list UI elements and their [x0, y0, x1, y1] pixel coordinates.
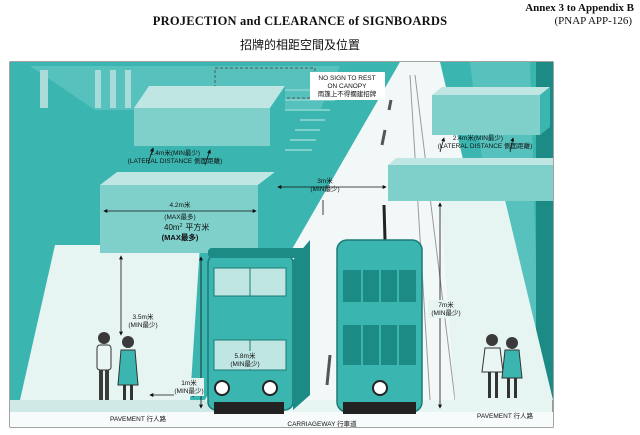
- height-7m-min: (MIN最少): [431, 309, 460, 317]
- area-limit-max: (MAX最多): [162, 232, 199, 242]
- projection-value: 4.2m米: [170, 200, 191, 209]
- right-shopfront: [440, 200, 553, 400]
- pedestrians-right: [481, 334, 523, 398]
- no-sign-note-line1: NO SIGN TO REST: [318, 75, 375, 82]
- height-3.5m-min: (MIN最少): [128, 321, 157, 329]
- height-7m-value: 7m米: [438, 300, 454, 309]
- overhanging-signboard: [388, 158, 553, 201]
- height-5.8m-min: (MIN最少): [230, 360, 259, 368]
- no-sign-note-line3: 雨篷上不得擱建招牌: [318, 89, 377, 98]
- left-pavement: [10, 400, 220, 415]
- no-sign-note-line2: ON CANOPY: [327, 83, 367, 90]
- upper-left-signboard: [134, 86, 285, 146]
- diagram-labels: NO SIGN TO REST ON CANOPY 雨篷上不得擱建招牌 2.4m…: [110, 72, 533, 428]
- upper-right-signboard: [432, 87, 550, 135]
- page-title: PROJECTION and CLEARANCE of SIGNBOARDS: [152, 14, 448, 28]
- left-shopfront: [20, 245, 200, 400]
- road-lane-markings: [325, 99, 393, 386]
- setback-1m-bg: [174, 378, 204, 396]
- left-building-window-panels: [40, 70, 131, 108]
- clearance-3m-min: (MIN最少): [310, 185, 339, 193]
- annex-label: Annex 3 to Appendix B: [525, 2, 634, 14]
- setback-1m-min: (MIN最少): [174, 387, 203, 395]
- pavement-right-label: PAVEMENT 行人路: [477, 411, 533, 420]
- height-7m-bg: [428, 300, 464, 318]
- projection-max: (MAX最多): [164, 212, 195, 221]
- pnap-reference: (PNAP APP-126): [554, 15, 632, 27]
- height-5.8m-bg: [227, 351, 263, 369]
- no-sign-note-bg: [310, 72, 385, 100]
- pedestrians-left: [96, 332, 139, 400]
- large-projecting-signboard: [100, 172, 275, 253]
- setback-1m-value: 1m米: [181, 378, 197, 387]
- lateral-distance-left-label: (LATERAL DISTANCE 側面距離): [128, 156, 223, 165]
- height-3.5m-value: 3.5m米: [133, 312, 154, 321]
- left-tram: [207, 240, 310, 414]
- height-5.8m-value: 5.8m米: [235, 351, 256, 360]
- tram-tracks: [409, 74, 456, 401]
- lateral-distance-right-value: 2.4m米(MIN最少): [453, 133, 503, 142]
- ground-strip: [10, 412, 553, 427]
- page-subtitle: 招牌的相距空間及位置: [239, 38, 360, 52]
- lateral-distance-left-value: 2.4m米(MIN最少): [150, 148, 200, 157]
- right-tram: [336, 204, 423, 414]
- height-3.5m-bg: [126, 312, 160, 330]
- lateral-distance-right-label: (LATERAL DISTANCE 側面距離): [438, 141, 533, 150]
- right-building-pillar: [536, 62, 553, 400]
- carriageway-label: CARRIAGEWAY 行車道: [287, 419, 357, 428]
- clearance-3m-value: 3m米: [317, 176, 333, 185]
- pavement-left-label: PAVEMENT 行人路: [110, 414, 166, 423]
